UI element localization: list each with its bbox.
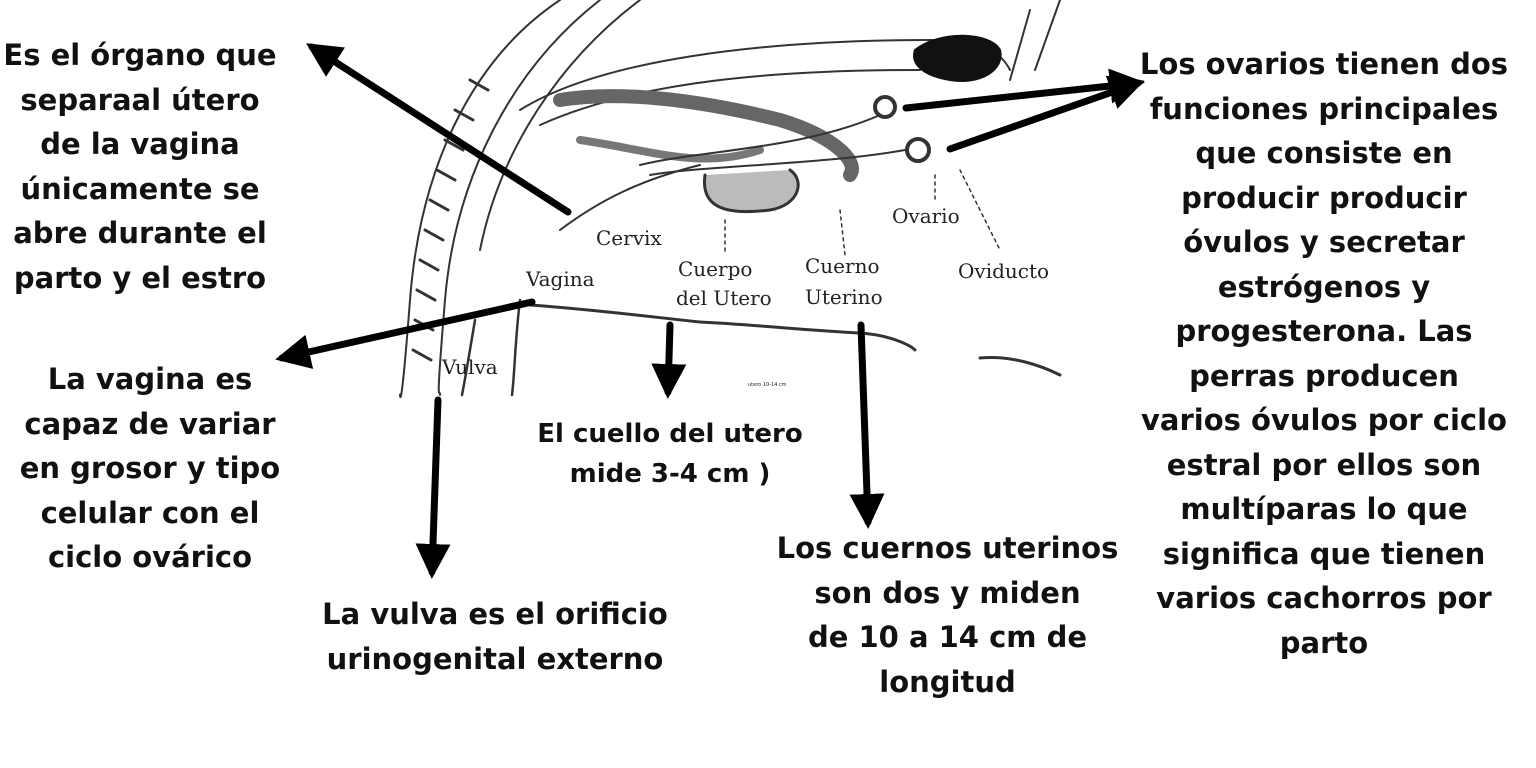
arrows [275,43,1145,579]
label-vagina: Vagina [525,267,595,291]
label-cuerno-line1: Cuerno [805,254,880,278]
label-cervix: Cervix [596,226,662,250]
anatomy-sketch [399,0,1062,399]
arrow-vagina [275,298,536,369]
label-vulva: Vulva [441,355,498,379]
label-cuerpo-line2: del Utero [676,286,772,310]
annotation-cuello: El cuello del utero mide 3-4 cm ) [537,419,803,489]
label-ovario: Ovario [892,204,960,228]
annotation-ovarios: Los ovarios tienen dos funciones princip… [1139,47,1509,660]
arrow-vulva [415,396,451,579]
annotation-vulva: La vulva es el orificio urinogenital ext… [322,597,668,676]
label-oviducto: Oviducto [958,259,1049,283]
label-cuerno-line2: Uterino [805,285,883,309]
label-tiny-caption: utero 10-14 cm [748,382,787,388]
annotation-cuernos: Los cuernos uterinos son dos y miden de … [776,531,1119,699]
arrow-cuernos [849,321,885,529]
label-cuerpo-line1: Cuerpo [678,257,752,281]
annotation-cervix-organ: Es el órgano que separaal útero de la va… [3,38,277,295]
arrow-ovario-lower [946,75,1145,153]
annotation-vagina: La vagina es capaz de variar en grosor y… [19,362,281,574]
arrow-cuello [651,321,687,399]
arrow-cervix [306,43,572,216]
arrow-ovario-upper [902,68,1145,112]
